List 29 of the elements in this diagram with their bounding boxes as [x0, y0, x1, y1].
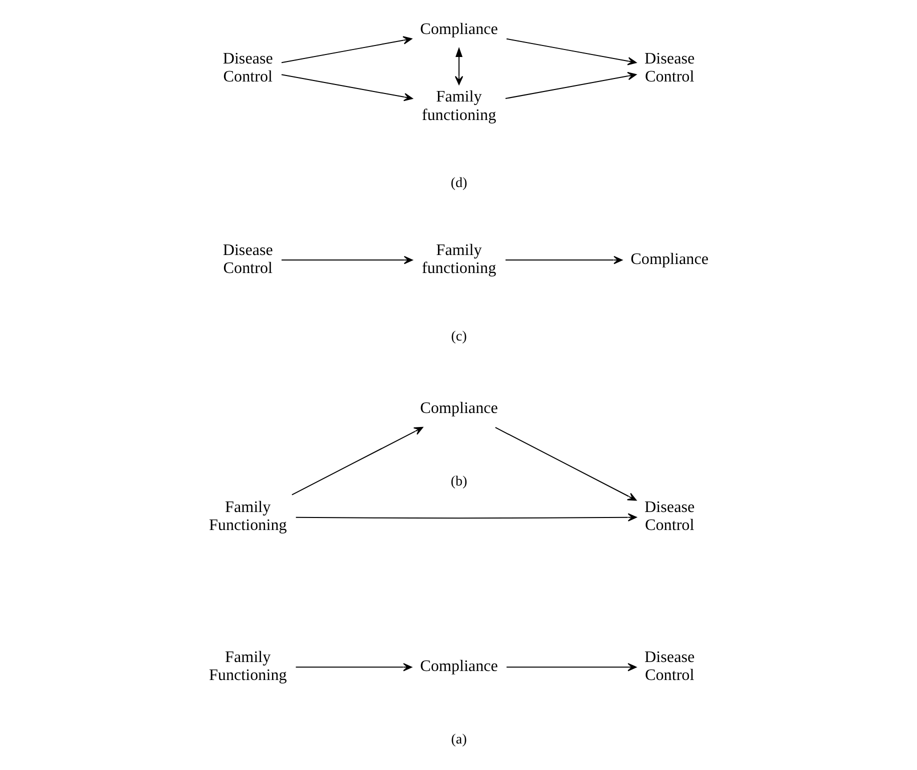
arrow — [506, 38, 637, 66]
node-text: Compliance — [630, 250, 709, 268]
label: (d) — [450, 175, 468, 192]
arrow — [506, 256, 623, 264]
node-text: Disease Control — [644, 648, 695, 684]
label: (c) — [451, 328, 467, 344]
node-text: Compliance — [420, 658, 498, 675]
arrow — [495, 427, 637, 501]
node-text: Disease Control — [644, 498, 695, 534]
node-text: Family Functioning — [208, 498, 287, 534]
arrow — [296, 513, 637, 522]
arrow — [505, 72, 637, 100]
node-text: Compliance — [420, 400, 498, 418]
arrow — [292, 426, 424, 496]
node-text: Disease Control — [644, 50, 695, 86]
arrow — [281, 74, 413, 102]
label: (a) — [451, 731, 467, 748]
node-text: Disease Control — [222, 242, 273, 277]
arrow — [506, 663, 637, 672]
label: (b) — [450, 473, 468, 490]
arrow — [454, 46, 464, 85]
arrow — [281, 36, 412, 64]
node-text: Disease Control — [222, 50, 273, 86]
node-text: Family functioning — [422, 88, 496, 124]
arrow — [282, 256, 413, 264]
arrow — [296, 663, 412, 672]
node-text: Family functioning — [422, 242, 496, 277]
node-text: Family Functioning — [208, 648, 287, 684]
node-text: Compliance — [420, 21, 498, 38]
